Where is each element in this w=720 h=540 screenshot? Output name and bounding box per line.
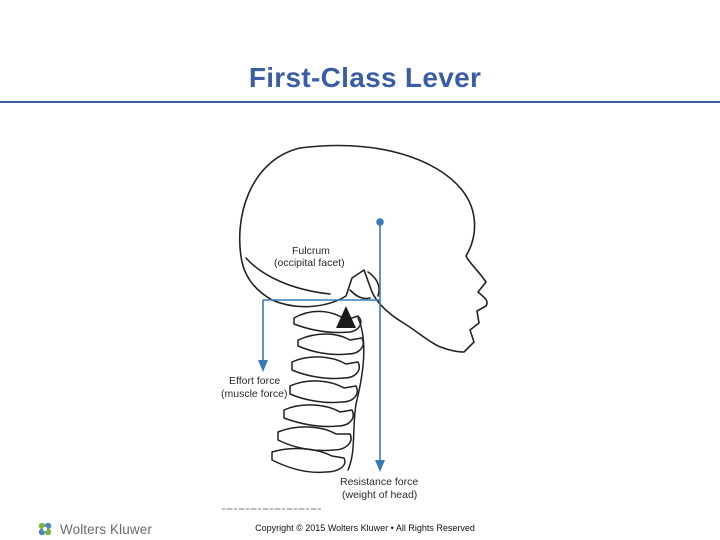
- skull-drawing: [238, 144, 488, 353]
- effort-label-line1: Effort force: [229, 375, 280, 387]
- cervical-spine-drawing: [271, 310, 365, 474]
- brand-name: Wolters Kluwer: [60, 521, 152, 537]
- vertebra-c4: [289, 380, 358, 404]
- fulcrum-label-line2: (occipital facet): [274, 257, 345, 269]
- vertebra-c7: [271, 447, 346, 474]
- skull-base-detail: [349, 289, 371, 300]
- center-of-mass-dot: [376, 218, 384, 226]
- occipital-ridge: [245, 257, 331, 295]
- wolters-kluwer-logo-icon: [38, 522, 52, 536]
- fulcrum-label-line1: Fulcrum: [292, 245, 330, 257]
- vertebra-c2: [297, 333, 364, 356]
- vertebra-c6: [277, 426, 352, 452]
- skull-outline: [238, 144, 488, 353]
- effort-label-line2: (muscle force): [221, 388, 288, 400]
- fulcrum-triangle: [336, 306, 356, 328]
- vertebra-c5: [283, 404, 354, 428]
- wolters-kluwer-logo: Wolters Kluwer: [36, 520, 152, 538]
- vertebral-bodies-front: [347, 317, 365, 471]
- mastoid-process: [367, 271, 380, 297]
- force-lines: [262, 222, 381, 464]
- effort-force-arrowhead: [258, 360, 268, 372]
- resistance-label-line2: (weight of head): [342, 489, 417, 501]
- slide-title: First-Class Lever: [248, 62, 482, 93]
- vertebra-c3: [291, 356, 360, 380]
- resistance-force-arrowhead: [375, 460, 385, 472]
- copyright-notice: Copyright © 2015 Wolters Kluwer • All Ri…: [255, 523, 475, 533]
- resistance-label-line1: Resistance force: [340, 476, 418, 488]
- title-divider: [0, 101, 720, 103]
